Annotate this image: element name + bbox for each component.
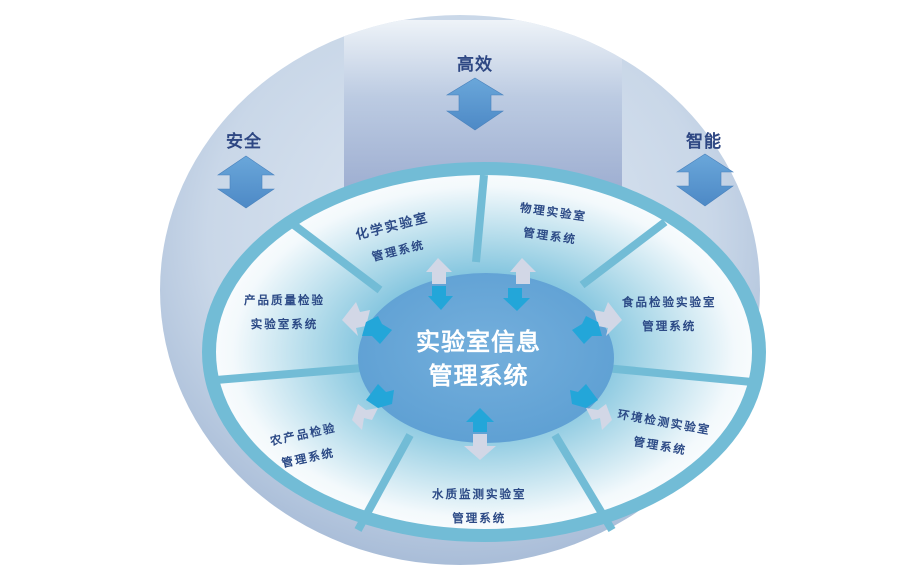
segment-food-inspection-lab: 食品检验实验室 管理系统 [622,295,717,333]
pillar-label-safety: 安全 [226,132,262,152]
segment-product-quality-lab: 产品质量检验 实验室系统 [244,293,325,331]
center-title: 实验室信息 管理系统 [416,328,541,390]
segment-water-quality-lab: 水质监测实验室 管理系统 [432,487,527,525]
pillar-arrows [217,77,735,209]
double-arrow-icon [445,77,505,131]
double-arrow-icon [217,155,275,209]
pillar-label-intelligence: 智能 [686,132,722,152]
segment-physics-lab: 物理实验室 管理系统 [519,200,588,247]
segment-dividers [215,174,753,533]
center-core [358,273,614,443]
double-arrow-icon [675,153,735,207]
pillar-label-efficiency: 高效 [457,55,493,75]
exchange-arrows [342,258,622,460]
